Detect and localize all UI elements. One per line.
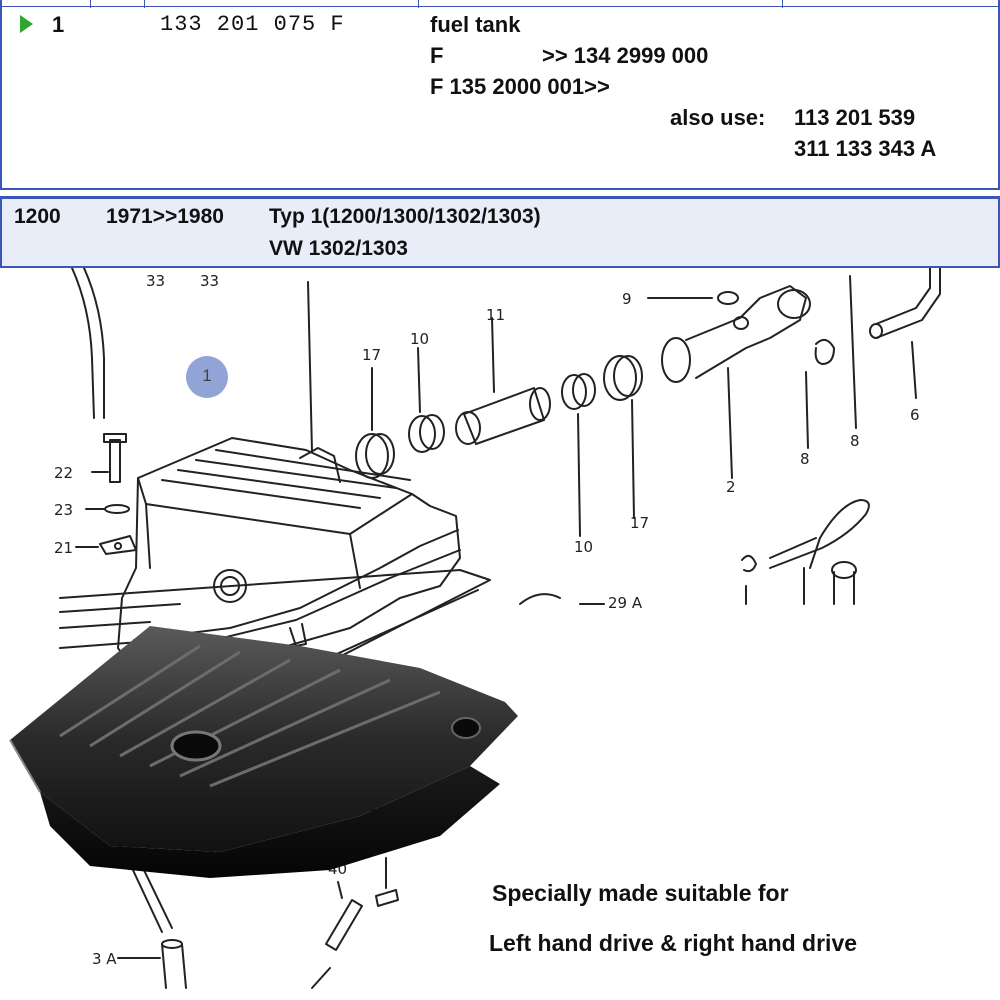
column-separator xyxy=(782,0,783,8)
callout-label[interactable]: 6 xyxy=(910,406,920,424)
callout-label[interactable]: 29 A xyxy=(608,594,643,612)
model-years: 1971>>1980 xyxy=(106,205,224,228)
also-use-part-2[interactable]: 311 133 343 A xyxy=(794,136,937,161)
model-type: Typ 1(1200/1300/1302/1303) xyxy=(269,205,541,228)
part-number: 133 201 075 F xyxy=(160,12,345,37)
fuel-tank-photo xyxy=(9,626,518,878)
callout-label[interactable]: 11 xyxy=(486,306,505,324)
callout-label[interactable]: 8 xyxy=(800,450,810,468)
callout-label[interactable]: 10 xyxy=(410,330,429,348)
highlighted-position-badge[interactable]: 1 xyxy=(186,356,228,398)
callout-label[interactable]: 9 xyxy=(622,290,632,308)
column-separator xyxy=(90,0,91,8)
part-row[interactable]: 1 133 201 075 F fuel tank F >> 134 2999 … xyxy=(0,0,1000,190)
badge-label: 1 xyxy=(202,366,212,385)
caption-line-2: Left hand drive & right hand drive xyxy=(489,930,858,956)
part-line3: F 135 2000 001>> xyxy=(430,74,610,99)
column-header-strip xyxy=(2,0,998,7)
part-line2-ref: >> 134 2999 000 xyxy=(542,43,709,68)
callout-label[interactable]: 2 xyxy=(726,478,736,496)
part-line2-code: F xyxy=(430,43,444,68)
callout-label[interactable]: 22 xyxy=(54,464,73,482)
exploded-diagram: 33 33 22 23 21 17 10 11 9 2 8 8 6 17 10 … xyxy=(0,268,1000,1000)
also-use-label: also use: xyxy=(670,105,766,130)
callout-label[interactable]: 23 xyxy=(54,501,73,519)
play-icon[interactable] xyxy=(20,15,33,33)
model-variant: VW 1302/1303 xyxy=(269,237,408,260)
position-number: 1 xyxy=(52,12,65,37)
part-description: fuel tank xyxy=(430,12,521,37)
callout-label[interactable]: 3 A xyxy=(92,950,117,968)
model-engine: 1200 xyxy=(14,205,61,228)
column-separator xyxy=(418,0,419,8)
callout-label[interactable]: 17 xyxy=(362,346,381,364)
also-use-part-1[interactable]: 113 201 539 xyxy=(794,105,916,130)
column-separator xyxy=(144,0,145,8)
callout-label[interactable]: 21 xyxy=(54,539,73,557)
caption-line-1: Specially made suitable for xyxy=(492,880,789,906)
callout-label[interactable]: 17 xyxy=(630,514,649,532)
callout-label[interactable]: 33 xyxy=(146,272,165,290)
model-row[interactable]: 1200 1971>>1980 Typ 1(1200/1300/1302/130… xyxy=(0,196,1000,268)
callout-label[interactable]: 33 xyxy=(200,272,219,290)
callout-label[interactable]: 10 xyxy=(574,538,593,556)
callout-label[interactable]: 8 xyxy=(850,432,860,450)
